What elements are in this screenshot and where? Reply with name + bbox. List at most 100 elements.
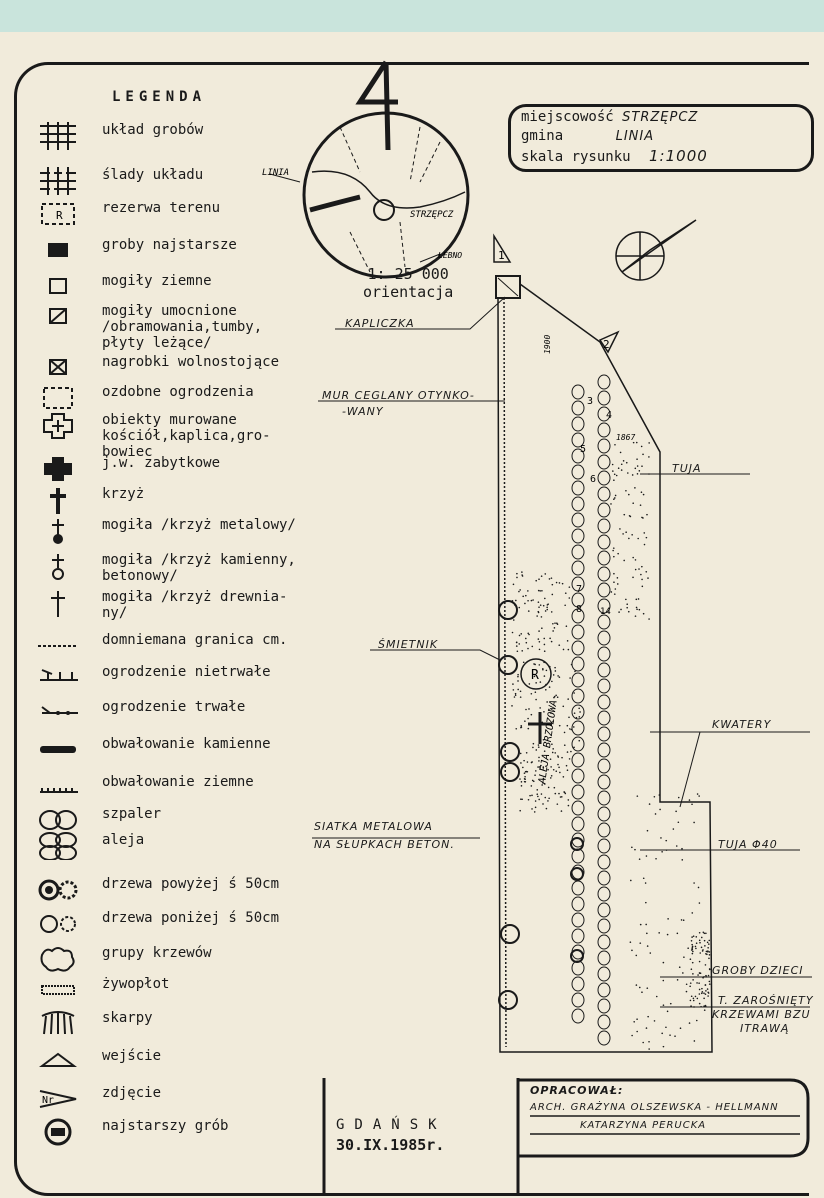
historic-building-icon <box>38 455 78 483</box>
oldest-graves-icon <box>38 237 78 265</box>
alley-tree <box>571 384 585 400</box>
photo-icon: Nr <box>38 1085 78 1113</box>
alley-tree <box>571 480 585 496</box>
hedge-icon <box>38 976 78 1004</box>
legend-item-label: mogiła /krzyż kamienny, betonowy/ <box>102 552 296 584</box>
metal-cross-grave-icon <box>38 517 78 545</box>
legend-item-label: obiekty murowane kościół,kaplica,gro- bo… <box>102 412 271 460</box>
alley-tree <box>597 502 611 518</box>
legend-item-label: skarpy <box>102 1010 153 1026</box>
alley-tree <box>597 470 611 486</box>
entrance-marker-1 <box>493 233 512 263</box>
legend-item-label: grupy krzewów <box>102 945 212 961</box>
alley-tree <box>597 646 611 662</box>
alley-tree <box>571 672 585 688</box>
grave-year-1900: 1900 <box>543 335 552 354</box>
legend-item-label: ślady układu <box>102 167 204 183</box>
alley-tree <box>597 694 611 710</box>
footer-date: 30.IX.1985r. <box>336 1136 445 1154</box>
orientation-other: ŁEBNO <box>437 251 462 260</box>
site-plan: LINIA STRZĘPCZ ŁEBNO 1 2 <box>262 60 812 1196</box>
alley-tree <box>571 448 585 464</box>
alley-tree <box>597 870 611 886</box>
label-leaders <box>312 296 812 1008</box>
alley-tree <box>571 528 585 544</box>
alley-tree <box>571 880 585 896</box>
alley-tree <box>597 950 611 966</box>
dump-marker-letter: R <box>531 668 539 683</box>
legend-item-label: mogiły ziemne <box>102 273 212 289</box>
alley-tree <box>597 454 611 470</box>
large-trees <box>498 600 584 1010</box>
alley-tree <box>571 560 585 576</box>
alley-tree <box>597 710 611 726</box>
footer-frame <box>322 1078 810 1196</box>
svg-text:R: R <box>56 209 63 222</box>
alley-tree <box>597 806 611 822</box>
legend-title: LEGENDA <box>112 89 207 105</box>
label-dump: ŚMIETNIK <box>378 638 439 651</box>
alley-tree <box>571 784 585 800</box>
legend-item-label: drzewa poniżej ś 50cm <box>102 910 280 926</box>
alley-tree <box>571 928 585 944</box>
alley-tree <box>597 406 611 422</box>
alley-tree <box>571 608 585 624</box>
alley-tree <box>571 912 585 928</box>
alley-tree <box>597 790 611 806</box>
legend-item-label: drzewa powyżej ś 50cm <box>102 876 280 892</box>
alley-tree <box>571 816 585 832</box>
label-overgrown-1: T. ZAROŚNIĘTY <box>718 994 814 1007</box>
grave-number-14: 14 <box>600 607 611 617</box>
alley-tree <box>571 848 585 864</box>
central-cross-icon <box>528 712 552 744</box>
cross-icon <box>38 486 78 514</box>
footer-prepared-label: OPRACOWAŁ: <box>530 1084 624 1097</box>
alley-tree <box>571 416 585 432</box>
alley-tree <box>571 400 585 416</box>
alley-tree <box>571 704 585 720</box>
alley-tree <box>597 678 611 694</box>
place-value: STRZĘPCZ <box>622 110 699 125</box>
alley-tree <box>571 544 585 560</box>
alley-tree <box>571 720 585 736</box>
small-trees-icon <box>38 910 78 938</box>
alley-tree <box>597 614 611 630</box>
grave-number-4: 4 <box>606 410 612 421</box>
legend-item-label: j.w. zabytkowe <box>102 455 221 471</box>
earth-embankment-icon <box>38 774 78 802</box>
alley-tree <box>597 742 611 758</box>
orientation-village: STRZĘPCZ <box>410 210 454 220</box>
scale-value: 1:1000 <box>649 147 708 165</box>
alley-tree <box>597 518 611 534</box>
grave-number-8: 8 <box>576 604 582 615</box>
alley-tree <box>571 992 585 1008</box>
alley-tree <box>597 774 611 790</box>
layout-traces-icon <box>38 167 78 195</box>
legend-item-label: krzyż <box>102 486 145 502</box>
info-box: miejscowość STRZĘPCZ gmina LINIA skala r… <box>508 104 814 172</box>
footer-author-1: ARCH. GRAŻYNA OLSZEWSKA - HELLMANN <box>530 1102 779 1113</box>
alley-tree <box>597 550 611 566</box>
svg-text:Nr: Nr <box>42 1095 54 1106</box>
legend-item-label: groby najstarsze <box>102 237 237 253</box>
label-overgrown-2: KRZEWAMI BZU <box>712 1008 811 1021</box>
wooden-cross-grave-icon <box>38 589 78 617</box>
entrance-icon <box>38 1048 78 1076</box>
alley-tree <box>571 688 585 704</box>
alley-tree <box>571 960 585 976</box>
alley-tree <box>597 854 611 870</box>
commune-label: gmina <box>521 128 564 144</box>
espalier-icon <box>38 806 78 834</box>
commune-value: LINIA <box>615 129 655 144</box>
chapel-building <box>495 275 521 299</box>
legend-item-label: obwałowanie ziemne <box>102 774 254 790</box>
alley-tree <box>597 758 611 774</box>
legend-item-label: układ grobów <box>102 122 204 138</box>
legend-item-label: domniemana granica cm. <box>102 632 288 648</box>
land-reserve-icon: R <box>38 200 78 228</box>
alley-tree <box>571 768 585 784</box>
legend-item-label: zdjęcie <box>102 1085 162 1101</box>
alley-tree <box>597 934 611 950</box>
entrance-number-2: 2 <box>603 338 610 351</box>
